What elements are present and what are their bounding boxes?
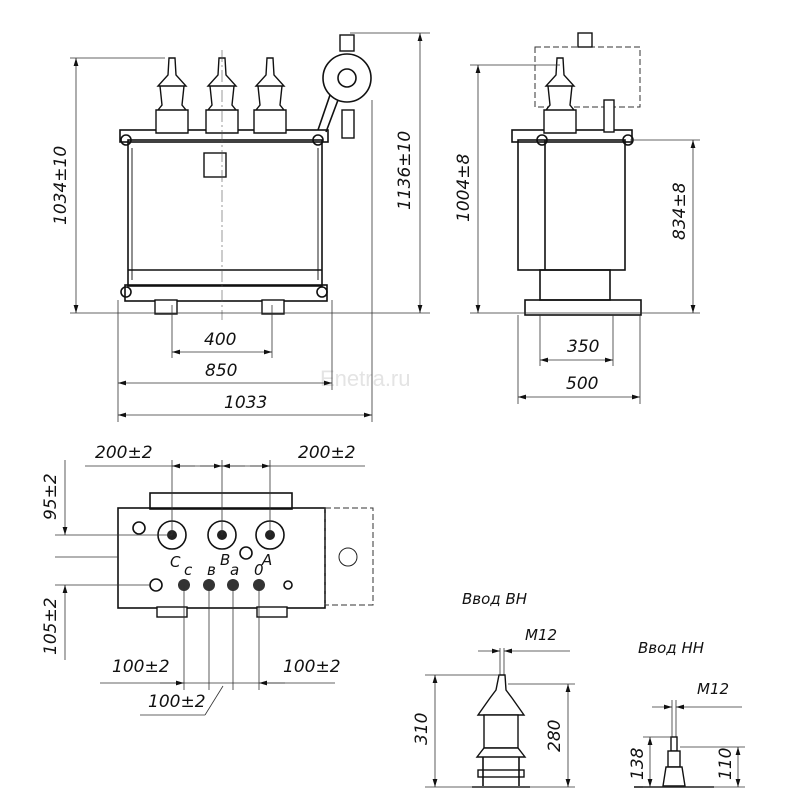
dim-350: 350 <box>567 337 599 357</box>
dim-138: 138 <box>628 747 648 780</box>
dim-400: 400 <box>204 330 236 350</box>
dim-95: 95±2 <box>41 473 61 520</box>
dim-200-left: 200±2 <box>95 443 153 463</box>
nameplate <box>203 152 227 178</box>
side-view: 1004±8 834±8 350 500 <box>454 32 700 404</box>
tank <box>517 139 626 271</box>
label-a: a <box>230 561 239 579</box>
conservator <box>317 34 372 139</box>
hv-bushings <box>155 57 287 134</box>
conservator-outline <box>534 46 641 108</box>
dim-100-left: 100±2 <box>112 657 170 677</box>
label-0: 0 <box>254 561 264 579</box>
front-view: 1034±10 1136±10 400 850 1033 <box>51 32 430 422</box>
label-c: c <box>184 561 193 579</box>
dim-105: 105±2 <box>41 597 61 655</box>
label-A: A <box>261 551 272 569</box>
dim-110: 110 <box>716 748 736 780</box>
lv-thread: M12 <box>697 680 729 698</box>
watermark: Enetra.ru <box>320 366 411 391</box>
base-frame <box>124 284 328 302</box>
label-B: B <box>220 551 230 569</box>
dim-100-middle: 100±2 <box>148 692 206 712</box>
label-C: C <box>170 553 181 571</box>
hv-bushing-title: Ввод ВН <box>462 590 527 608</box>
base <box>524 299 642 316</box>
dim-1033: 1033 <box>224 393 267 413</box>
lv-bushing-title: Ввод НН <box>638 639 704 657</box>
dim-310: 310 <box>412 713 432 745</box>
dim-834: 834±8 <box>670 182 690 240</box>
lv-bushing-detail: Ввод НН M12 138 110 <box>628 639 745 788</box>
dim-280: 280 <box>545 720 565 752</box>
dim-850: 850 <box>205 361 237 381</box>
top-view: C B A c в a 0 200±2 200±2 95±2 105±2 100… <box>41 443 374 716</box>
dim-100-right: 100±2 <box>283 657 341 677</box>
dim-500: 500 <box>566 374 598 394</box>
dim-1004: 1004±8 <box>454 153 474 222</box>
dim-1034: 1034±10 <box>51 146 71 225</box>
hv-thread: M12 <box>525 626 557 644</box>
tank <box>127 139 323 287</box>
dim-1136: 1136±10 <box>395 131 415 210</box>
hv-bushing-detail: Ввод ВН M12 310 280 <box>412 590 575 788</box>
label-b: в <box>207 561 216 579</box>
dim-200-right: 200±2 <box>298 443 356 463</box>
